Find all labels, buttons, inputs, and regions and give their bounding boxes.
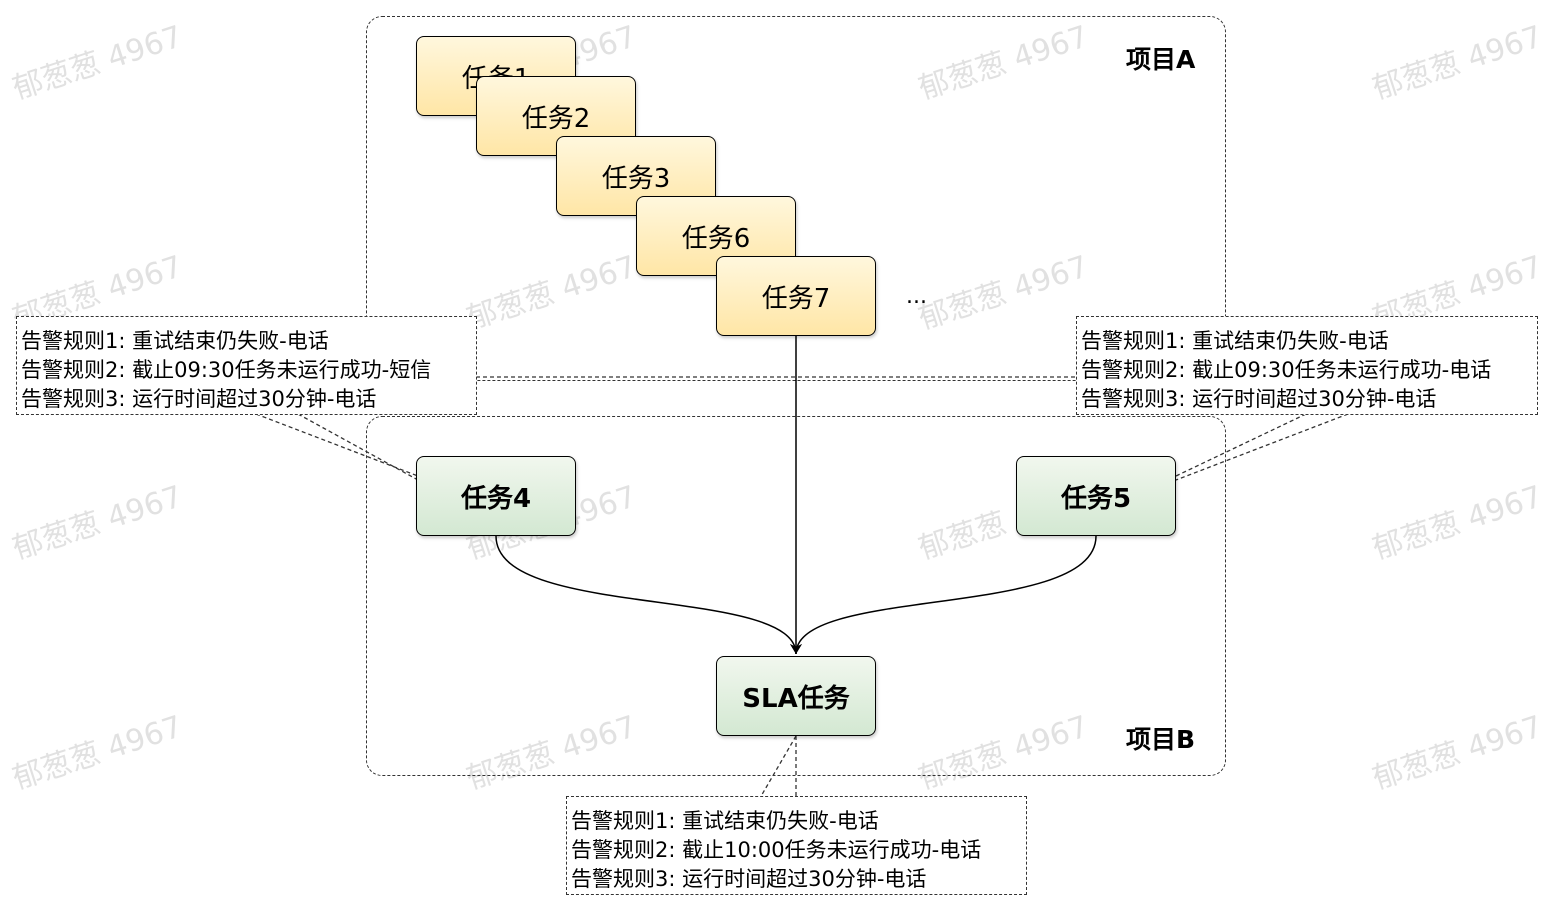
project-b-label: 项目B (1126, 725, 1196, 754)
rule-link-task4 (255, 413, 419, 477)
task-label: 任务4 (460, 483, 532, 514)
task-label: 任务6 (681, 223, 751, 254)
more-tasks-ellipsis: ... (906, 284, 927, 309)
task-label: SLA任务 (742, 683, 850, 714)
task-node-4[interactable]: 任务4 (416, 456, 576, 536)
alert-rules-task5: 告警规则1: 重试结束仍失败-电话 告警规则2: 截止09:30任务未运行成功-… (1076, 316, 1538, 415)
alert-rules-task4: 告警规则1: 重试结束仍失败-电话 告警规则2: 截止09:30任务未运行成功-… (16, 316, 477, 415)
task-node-5[interactable]: 任务5 (1016, 456, 1176, 536)
sla-task-node[interactable]: SLA任务 (716, 656, 876, 736)
alert-rule: 告警规则2: 截止10:00任务未运行成功-电话 (571, 838, 982, 862)
rule-link-task5 (1175, 413, 1307, 477)
rule-link-task5 (1175, 413, 1349, 481)
alert-rule: 告警规则1: 重试结束仍失败-电话 (571, 809, 879, 833)
alert-rule: 告警规则1: 重试结束仍失败-电话 (21, 329, 329, 353)
alert-rule: 告警规则3: 运行时间超过30分钟-电话 (571, 867, 927, 891)
alert-rule: 告警规则2: 截止09:30任务未运行成功-电话 (1081, 358, 1492, 382)
alert-rule: 告警规则2: 截止09:30任务未运行成功-短信 (21, 358, 432, 382)
rule-link-task4 (297, 413, 419, 481)
task-node-7[interactable]: 任务7 (716, 256, 876, 336)
task-label: 任务5 (1060, 483, 1132, 514)
rule-link-sla (759, 735, 797, 799)
edge-task4-to-sla (495, 535, 802, 655)
alert-rule: 告警规则3: 运行时间超过30分钟-电话 (1081, 387, 1437, 411)
alert-rule: 告警规则1: 重试结束仍失败-电话 (1081, 329, 1389, 353)
alert-rule: 告警规则3: 运行时间超过30分钟-电话 (21, 387, 377, 411)
alert-rules-sla: 告警规则1: 重试结束仍失败-电话 告警规则2: 截止10:00任务未运行成功-… (566, 796, 1027, 895)
project-a-label: 项目A (1126, 45, 1196, 74)
task-label: 任务3 (601, 163, 671, 194)
task-label: 任务7 (761, 283, 831, 314)
edge-task5-to-sla (795, 535, 1097, 655)
task-label: 任务2 (521, 103, 591, 134)
